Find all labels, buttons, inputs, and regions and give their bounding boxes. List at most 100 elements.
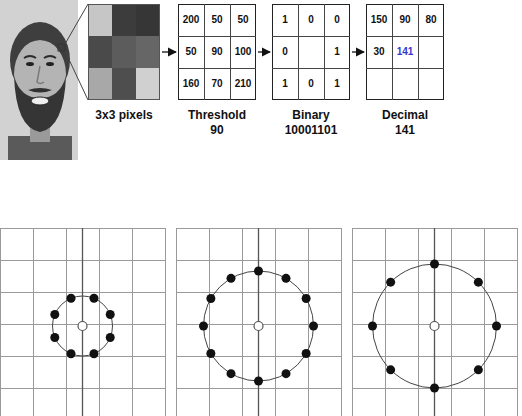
grid-line xyxy=(242,228,243,416)
pixel xyxy=(112,4,136,36)
grid-line xyxy=(99,228,100,416)
neighbourhood-grid xyxy=(352,228,518,416)
arrow-connector xyxy=(352,51,364,52)
pixel xyxy=(136,68,160,100)
hair-fringe xyxy=(14,26,66,60)
grid-line xyxy=(451,228,452,416)
table-cell: 200 xyxy=(178,4,204,36)
table-cell: 1 xyxy=(324,68,350,100)
face-photo xyxy=(0,0,78,160)
table-cell: 1 xyxy=(324,36,350,68)
teeth xyxy=(31,97,49,105)
centre-pixel xyxy=(78,322,87,331)
grid-drawing xyxy=(88,4,160,100)
sample-point xyxy=(302,294,311,303)
grid-caption: Binary 10001101 xyxy=(285,108,338,138)
sample-point xyxy=(309,322,318,331)
sample-point xyxy=(67,349,76,358)
grid-line xyxy=(204,4,205,100)
grid-line xyxy=(366,68,444,69)
grid-line xyxy=(298,4,299,100)
sample-point xyxy=(474,278,483,287)
neighbourhood-panels xyxy=(0,228,518,416)
sample-point xyxy=(50,310,59,319)
grid-line xyxy=(272,68,350,69)
table-cell: 50 xyxy=(230,4,256,36)
sampling-circle xyxy=(373,264,497,388)
sample-point xyxy=(254,377,263,386)
grid-border xyxy=(367,5,444,100)
grid-line xyxy=(484,228,485,416)
table-cell: 141 xyxy=(392,36,418,68)
table-cell: 90 xyxy=(392,4,418,36)
sample-point xyxy=(302,349,311,358)
grid-line xyxy=(176,228,177,416)
grid-line xyxy=(418,228,419,416)
zoom-square xyxy=(58,44,65,51)
table-cell: 70 xyxy=(204,68,230,100)
pixel xyxy=(136,36,160,68)
sample-point xyxy=(430,260,439,269)
table-cell: 1 xyxy=(272,4,298,36)
sample-point xyxy=(254,267,263,276)
grid-line xyxy=(209,228,210,416)
neighbourhood-grid xyxy=(0,228,166,416)
pixel xyxy=(136,4,160,36)
grid-line xyxy=(275,228,276,416)
nose xyxy=(37,66,44,84)
table-cell: 0 xyxy=(298,4,324,36)
grid-border xyxy=(179,5,256,100)
sample-point xyxy=(206,349,215,358)
centre-pixel xyxy=(430,322,439,331)
table-cell: 0 xyxy=(324,4,350,36)
zoom-line xyxy=(65,51,88,100)
sample-point xyxy=(386,365,395,374)
sample-point xyxy=(282,274,291,283)
grid-line xyxy=(308,228,309,416)
eye xyxy=(46,62,54,66)
grid-line xyxy=(366,36,444,37)
arrow-connector xyxy=(258,51,270,52)
table-cell: 150 xyxy=(366,4,392,36)
sample-point xyxy=(474,365,483,374)
eyebrow xyxy=(44,56,56,58)
grid-caption: Threshold 90 xyxy=(188,108,246,138)
grid-line xyxy=(0,228,1,416)
sample-point xyxy=(106,333,115,342)
table-cell: 1 xyxy=(272,68,298,100)
sample-point xyxy=(430,384,439,393)
grid-line xyxy=(178,68,256,69)
sampling-circle xyxy=(53,296,113,356)
grid-line xyxy=(392,4,393,100)
sample-point xyxy=(386,278,395,287)
grid-line xyxy=(385,228,386,416)
table-cell: 50 xyxy=(204,4,230,36)
pixel xyxy=(112,36,136,68)
grid-line xyxy=(230,4,231,100)
grid-line xyxy=(165,228,166,416)
sample-point xyxy=(67,294,76,303)
eyebrow xyxy=(24,56,36,58)
grid-caption: Decimal 141 xyxy=(382,108,428,138)
sample-point xyxy=(89,349,98,358)
sampling-circle xyxy=(204,271,314,381)
arrow-connector xyxy=(162,51,176,52)
sample-point xyxy=(206,294,215,303)
eye xyxy=(26,62,34,66)
table-cell: 50 xyxy=(178,36,204,68)
sample-point xyxy=(492,322,501,331)
pixel xyxy=(88,4,112,36)
pixel xyxy=(112,68,136,100)
sample-point xyxy=(282,369,291,378)
beard xyxy=(14,76,66,132)
photo-ground xyxy=(0,0,78,160)
grid-line xyxy=(178,36,256,37)
sample-point xyxy=(199,322,208,331)
pixel xyxy=(88,36,112,68)
grid-line xyxy=(352,228,353,416)
grid-line xyxy=(324,4,325,100)
sample-point xyxy=(89,294,98,303)
grid-line xyxy=(132,228,133,416)
sample-point xyxy=(50,333,59,342)
